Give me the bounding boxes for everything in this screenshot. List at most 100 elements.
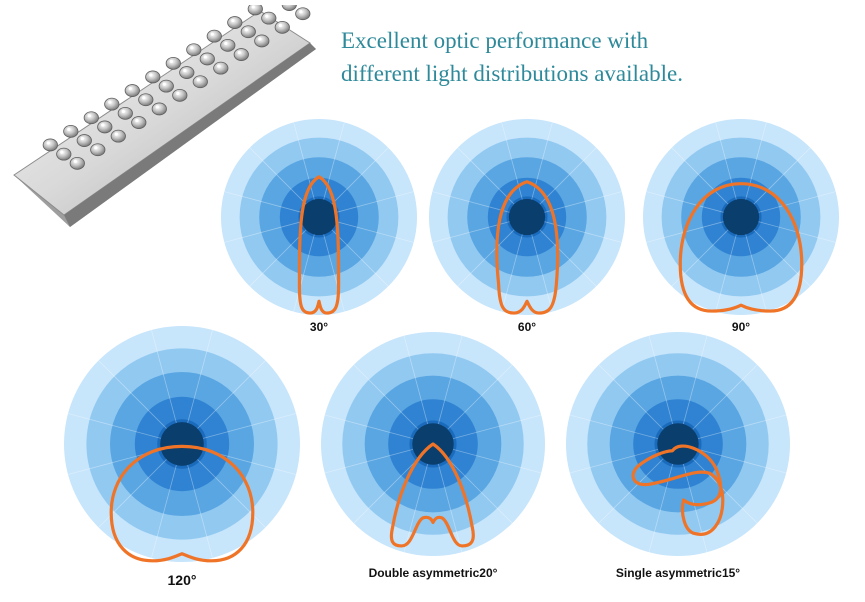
lens <box>131 116 147 129</box>
lens <box>274 20 290 34</box>
lens-highlight <box>231 18 235 23</box>
lens-highlight <box>73 159 77 163</box>
lens-highlight <box>210 32 214 36</box>
polar-diagram-narrow <box>219 117 419 317</box>
lens <box>138 93 154 107</box>
radial-gridline <box>432 191 510 213</box>
center-core <box>657 423 699 465</box>
lens <box>83 111 99 125</box>
radial-gridline <box>671 147 729 205</box>
lens <box>124 84 140 97</box>
radial-gridline <box>598 458 664 524</box>
radial-gridline <box>353 458 419 524</box>
lens <box>179 66 195 79</box>
radial-gridline <box>403 335 429 425</box>
radial-gridline <box>323 234 345 312</box>
radial-gridline <box>544 221 622 243</box>
lens-highlight <box>142 96 146 100</box>
lens-highlight <box>60 150 64 154</box>
lens-highlight <box>265 14 269 18</box>
polar-diagram-medium <box>427 117 627 317</box>
lens-highlight <box>203 55 207 59</box>
lens <box>158 79 174 93</box>
lens-highlight <box>258 37 262 41</box>
polar-plot <box>321 332 545 556</box>
lens <box>199 52 215 66</box>
diagram-caption: 60° <box>517 320 537 334</box>
radial-gridline <box>692 458 758 524</box>
radial-gridline <box>249 229 307 287</box>
lens-highlight <box>67 127 71 131</box>
center-core <box>722 198 760 236</box>
lens <box>281 5 297 11</box>
radial-gridline <box>598 364 664 430</box>
lens-highlight <box>46 141 50 145</box>
lens-highlight <box>94 146 98 150</box>
lens <box>247 5 263 16</box>
radial-gridline <box>447 458 513 524</box>
polar-plot <box>221 119 417 315</box>
radial-gridline <box>336 221 414 243</box>
polar-diagram-wide <box>641 117 841 317</box>
light-distribution-curve <box>297 175 341 315</box>
lens-highlight <box>87 114 91 118</box>
radial-gridline <box>646 191 724 213</box>
lens <box>254 34 270 48</box>
polar-diagram-double-asymmetric <box>319 330 547 558</box>
radial-gridline <box>697 448 787 474</box>
lens <box>220 38 236 52</box>
radial-gridline <box>197 360 266 429</box>
lens <box>145 70 161 84</box>
radial-gridline <box>715 234 737 312</box>
polar-plot <box>566 332 790 556</box>
radial-gridline <box>67 413 162 439</box>
lens <box>42 138 58 152</box>
lens <box>213 61 229 75</box>
lens-highlight <box>114 132 118 136</box>
lens <box>90 143 106 157</box>
lens-highlight <box>237 50 241 55</box>
radial-gridline <box>151 329 177 424</box>
radial-gridline <box>682 463 708 553</box>
radial-gridline <box>692 364 758 430</box>
center-core <box>160 422 204 466</box>
lens-highlight <box>244 28 248 32</box>
radial-gridline <box>187 329 213 424</box>
radial-gridline <box>187 464 213 559</box>
radial-gridline <box>353 364 419 430</box>
radial-gridline <box>682 335 708 425</box>
polar-diagram-extra-wide <box>62 324 302 564</box>
radial-gridline <box>569 414 659 440</box>
lens <box>192 75 208 89</box>
lens <box>63 124 79 138</box>
light-distribution-curve <box>109 444 255 563</box>
lens <box>172 88 188 102</box>
lens-highlight <box>299 10 303 14</box>
radial-gridline <box>648 335 674 425</box>
light-distribution-curve <box>631 444 725 536</box>
lens <box>56 147 72 161</box>
radial-gridline <box>324 448 414 474</box>
lens-highlight <box>224 41 228 45</box>
radial-gridline <box>249 147 307 205</box>
radial-gridline <box>457 147 515 205</box>
lens-highlight <box>217 64 221 68</box>
center-core <box>508 198 546 236</box>
diagram-caption: Double asymmetric20° <box>368 566 498 580</box>
polar-plot <box>429 119 625 315</box>
lens-highlight <box>196 78 200 82</box>
radial-gridline <box>437 463 463 553</box>
lens <box>186 43 202 57</box>
radial-gridline <box>758 191 836 213</box>
light-distribution-curve <box>389 442 475 548</box>
lens <box>151 102 167 116</box>
lens-highlight <box>80 136 84 141</box>
lens-highlight <box>278 23 282 27</box>
radial-gridline <box>151 464 177 559</box>
radial-gridline <box>331 147 389 205</box>
radial-gridline <box>697 414 787 440</box>
lens <box>165 56 181 70</box>
lens <box>97 120 113 134</box>
diagram-caption: 30° <box>309 320 329 334</box>
radial-gridline <box>447 364 513 430</box>
